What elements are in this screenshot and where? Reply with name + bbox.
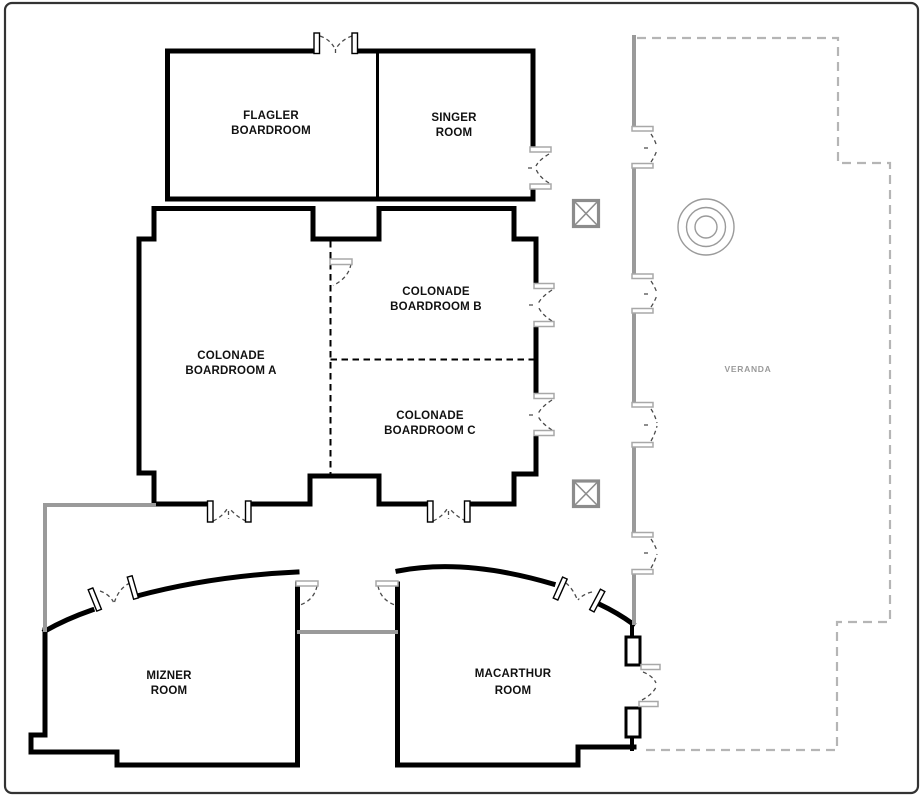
- dashed-partitions: [329, 241, 534, 474]
- fountain-inner-ring: [694, 215, 718, 239]
- singer-right-door-swing: [528, 153, 550, 184]
- colonade-a-bottom-door-jamb-left: [206, 500, 214, 523]
- colonade-b-door-swing: [529, 289, 553, 322]
- mizner-curve-door-jamb-left: [87, 587, 103, 613]
- veranda-door-3-swing: [644, 408, 658, 442]
- colonade-c-bottom-door-jamb-left: [426, 500, 434, 523]
- corridor-gray-wall: [43, 503, 156, 632]
- macarthur-veranda-door-jamb-bottom: [638, 700, 659, 708]
- macarthur-door-post-top: [624, 635, 642, 667]
- colonade-b-door-jamb-bottom: [533, 320, 555, 328]
- macarthur-curve-door-jamb-right: [588, 588, 606, 613]
- macarthur-veranda-door-swing: [641, 671, 657, 701]
- singer-door-jamb-top: [529, 146, 552, 153]
- colonade-b-door-jamb-top: [533, 282, 555, 290]
- gray-walls: [43, 35, 636, 634]
- veranda-door-2-jamb-bottom: [631, 307, 654, 314]
- veranda-door-1-jamb-top: [631, 125, 654, 132]
- colonade-block-walls: [136, 206, 539, 507]
- colonade-c-bottom-door-swing: [432, 508, 467, 522]
- veranda-door-4-jamb-top: [631, 531, 654, 538]
- mizner-corridor-door-leaf: [295, 580, 319, 587]
- singer-label-line2: ROOM: [436, 127, 473, 139]
- singer-label-line1: SINGER: [431, 112, 477, 124]
- colonade-c-label-line2: BOARDROOM C: [384, 425, 476, 437]
- partition-door-swing: [332, 263, 352, 287]
- mizner-label-line2: ROOM: [151, 685, 188, 697]
- veranda-dashed-outline: [637, 36, 892, 752]
- flagler-top-door-jamb-left: [313, 32, 321, 55]
- light-door-jambs: [295, 125, 661, 708]
- macarthur-walls: [395, 581, 637, 768]
- macarthur-corridor-door-swing: [377, 585, 396, 606]
- flagler-label-line2: BOARDROOM: [231, 125, 311, 137]
- flagler-top-door-swing: [319, 35, 353, 56]
- colonade-a-label-line2: BOARDROOM A: [185, 365, 276, 377]
- flagler-top-door-jamb-right: [351, 32, 359, 55]
- mizner-curved-wall: [41, 569, 300, 635]
- colonade-a-bottom-door-jamb-right: [244, 500, 252, 523]
- fountain-middle-ring: [685, 206, 727, 248]
- column-marker-box-bottom: [571, 479, 601, 509]
- veranda-door-1-swing: [644, 133, 658, 163]
- macarthur-veranda-door-jamb-top: [640, 663, 661, 671]
- colonade-a-bottom-door-swing: [212, 508, 247, 522]
- macarthur-door-post-bottom: [624, 706, 642, 739]
- black-door-jambs: [87, 32, 642, 739]
- colonade-c-door-swing: [529, 399, 553, 431]
- mizner-corridor-door-swing: [299, 585, 318, 606]
- mizner-curve-door-jamb-right: [126, 574, 140, 601]
- macarthur-label-line1: MACARTHUR: [475, 668, 552, 680]
- flagler-label-line1: FLAGLER: [243, 110, 299, 122]
- colonade-b-label-line2: BOARDROOM B: [390, 301, 482, 313]
- colonade-c-bottom-door-jamb-right: [463, 500, 471, 523]
- colonade-a-label-line1: COLONADE: [197, 350, 265, 362]
- veranda-door-3-jamb-bottom: [631, 441, 654, 448]
- veranda-label: VERANDA: [725, 364, 772, 374]
- colonade-c-door-jamb-bottom: [533, 429, 555, 437]
- column-marker-cross-top: [572, 199, 600, 228]
- page-border: [3, 1, 920, 795]
- mizner-label-line1: MIZNER: [146, 670, 192, 682]
- colonade-c-label-line1: COLONADE: [396, 410, 464, 422]
- veranda-door-2-jamb-top: [631, 273, 654, 280]
- veranda-door-3-jamb-top: [631, 401, 654, 408]
- column-marker-x-icon: [571, 198, 601, 229]
- veranda-door-4-jamb-bottom: [631, 568, 654, 575]
- singer-door-jamb-bottom: [529, 183, 552, 190]
- colonade-c-door-jamb-top: [533, 392, 555, 400]
- macarthur-curve-door-swing: [565, 582, 593, 601]
- room-labels: FLAGLER BOARDROOM SINGER ROOM COLONADE B…: [146, 110, 772, 697]
- column-marker-cross-bottom: [572, 480, 600, 508]
- macarthur-label-line2: ROOM: [495, 685, 532, 697]
- column-marker-x-icon: [571, 479, 601, 509]
- macarthur-curve-door-jamb-left: [552, 576, 569, 601]
- flagler-singer-walls: [165, 48, 536, 202]
- mizner-curve-door-swing: [99, 582, 131, 603]
- fountain-icon: [677, 198, 735, 256]
- black-walls: [28, 48, 637, 768]
- fountain-outer-ring: [677, 198, 735, 256]
- macarthur-corridor-door-leaf: [375, 580, 399, 587]
- veranda-door-1-jamb-bottom: [631, 162, 654, 169]
- partition-door-leaf: [329, 258, 353, 266]
- column-markers: [571, 198, 601, 509]
- mizner-walls: [28, 581, 300, 768]
- veranda-door-2-swing: [644, 280, 658, 308]
- colonade-b-label-line1: COLONADE: [402, 286, 470, 298]
- door-swings: [99, 35, 658, 701]
- veranda-door-4-swing: [644, 538, 658, 569]
- column-marker-box-top: [571, 198, 601, 229]
